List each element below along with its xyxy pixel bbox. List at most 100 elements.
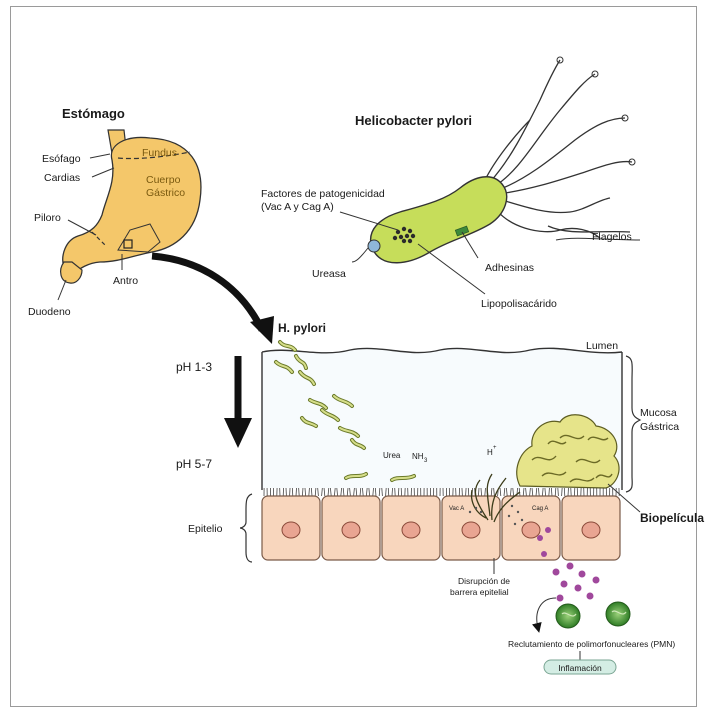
microvillus	[356, 488, 357, 496]
mucosa-label-2: Gástrica	[640, 421, 679, 433]
adhesins-label: Adhesinas	[485, 262, 534, 274]
microvillus	[491, 488, 492, 496]
microvillus	[510, 488, 511, 496]
microvillus	[532, 488, 533, 496]
microvillus	[366, 488, 367, 496]
microvillus	[388, 488, 389, 496]
microvillus	[392, 488, 393, 496]
microvillus	[530, 488, 531, 496]
microvillus	[538, 488, 539, 496]
microvilli	[264, 488, 619, 496]
microvillus	[373, 488, 374, 496]
microvillus	[523, 488, 524, 496]
microvillus	[324, 488, 325, 496]
microvillus	[315, 488, 316, 496]
microvillus	[350, 488, 351, 496]
cell-nucleus	[402, 522, 420, 538]
microvillus	[551, 488, 552, 496]
cell-nucleus	[282, 522, 300, 538]
flagella-label: Flagelos	[592, 231, 632, 243]
inflammation-label: Inflamación	[558, 663, 602, 673]
fundus-label: Fundus	[142, 147, 177, 159]
bacterium-body	[371, 177, 507, 263]
microvillus	[494, 488, 495, 496]
mucosa-brace	[626, 356, 640, 492]
biofilm-label: Biopelícula	[640, 511, 704, 525]
microvillus	[299, 488, 300, 496]
epithelial-cell	[502, 496, 560, 560]
ph-arrow-head	[224, 418, 252, 448]
microvillus	[500, 488, 501, 496]
microvillus	[337, 488, 338, 496]
microvillus	[536, 488, 537, 496]
corpus-label-1: Cuerpo	[146, 174, 181, 186]
microvillus	[526, 488, 527, 496]
epithelial-cell	[562, 496, 620, 560]
nh3-label: NH	[412, 452, 424, 461]
factors-label-2: (Vac A y Cag A)	[261, 201, 334, 213]
microvillus	[343, 488, 344, 496]
microvillus	[485, 488, 486, 496]
microvillus	[360, 488, 361, 496]
cell-nucleus	[582, 522, 600, 538]
epithelium-brace	[240, 494, 252, 562]
microvillus	[354, 488, 355, 496]
epithelium-label: Epitelio	[188, 523, 223, 535]
microvillus	[468, 488, 469, 496]
pmn-label: Reclutamiento de polimorfonucleares (PMN…	[508, 639, 675, 649]
epithelial-cells	[262, 496, 620, 560]
microvillus	[375, 488, 376, 496]
stomach-body	[63, 137, 201, 275]
ph-top-label: pH 1-3	[176, 360, 212, 374]
lps-label: Lipopolisacárido	[481, 298, 557, 310]
caga-label: Cag A	[532, 506, 548, 512]
lumen-label: Lumen	[586, 340, 618, 352]
microvillus	[328, 488, 329, 496]
vaca-label: Vac A	[449, 506, 464, 512]
microvillus	[305, 488, 306, 496]
microvillus	[362, 488, 363, 496]
stomach-title: Estómago	[62, 106, 125, 121]
corpus-label-2: Gástrico	[146, 187, 185, 199]
antrum-label: Antro	[113, 275, 138, 287]
microvillus	[504, 488, 505, 496]
microvillus	[341, 488, 342, 496]
microvillus	[347, 488, 348, 496]
hplus-superscript: +	[493, 445, 497, 451]
microvillus	[564, 488, 565, 496]
microvillus	[478, 488, 479, 496]
microvillus	[309, 488, 310, 496]
microvillus	[302, 488, 303, 496]
microvillus	[382, 488, 383, 496]
urease-label: Ureasa	[312, 268, 346, 280]
cell-nucleus	[522, 522, 540, 538]
hpylori-label: H. pylori	[278, 321, 326, 335]
microvillus	[330, 488, 331, 496]
microvillus	[481, 488, 482, 496]
microvillus	[513, 488, 514, 496]
microvillus	[334, 488, 335, 496]
microvillus	[545, 488, 546, 496]
factors-label-1: Factores de patogenicidad	[261, 188, 385, 200]
microvillus	[542, 488, 543, 496]
cell-nucleus	[342, 522, 360, 538]
bacterium-title: Helicobacter pylori	[355, 113, 472, 128]
pmn-cells	[556, 602, 630, 628]
microvillus	[562, 488, 563, 496]
duodenum-label: Duodeno	[28, 306, 71, 318]
microvillus	[369, 488, 370, 496]
microvillus	[322, 488, 323, 496]
curved-arrow	[152, 256, 262, 330]
bacterium-illustration	[340, 57, 640, 294]
cardia-label: Cardias	[44, 172, 80, 184]
epithelial-cell	[322, 496, 380, 560]
cell-nucleus	[462, 522, 480, 538]
microvillus	[318, 488, 319, 496]
ph-bottom-label: pH 5-7	[176, 457, 212, 471]
microvillus	[379, 488, 380, 496]
disruption-label-1: Disrupción de	[458, 576, 510, 586]
microvillus	[555, 488, 556, 496]
urea-label: Urea	[383, 451, 401, 460]
epithelial-cell	[262, 496, 320, 560]
